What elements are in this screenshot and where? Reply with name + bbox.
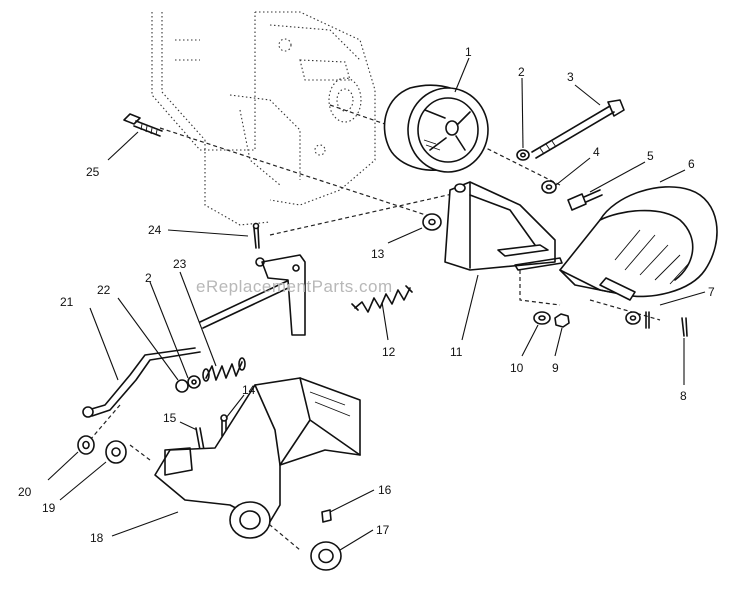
part-2-washer xyxy=(516,149,530,161)
callout-4: 4 xyxy=(593,145,600,159)
callout-18: 18 xyxy=(90,531,104,545)
callout-21: 21 xyxy=(60,295,74,309)
callout-20: 20 xyxy=(18,485,32,499)
callout-11: 11 xyxy=(450,345,463,359)
callout-7: 7 xyxy=(708,285,715,299)
callout-8: 8 xyxy=(680,389,687,403)
callout-14: 14 xyxy=(242,383,256,397)
part-5-bolt xyxy=(567,189,603,211)
part-6-brake-band xyxy=(559,186,718,301)
part-19-washer xyxy=(105,440,127,464)
callout-23: 23 xyxy=(173,257,187,271)
leader-lines xyxy=(47,57,706,551)
part-18-pedal xyxy=(154,377,361,539)
part-24-pin xyxy=(252,222,260,249)
part-7-washer xyxy=(625,311,650,329)
brake-rod-lever xyxy=(199,254,306,336)
part-23-spring xyxy=(202,357,246,382)
watermark-text: eReplacementParts.com xyxy=(196,277,393,296)
part-10-washer xyxy=(533,311,551,325)
part-15-pin xyxy=(195,427,205,451)
part-8-pin xyxy=(681,317,688,337)
part-9-nut xyxy=(554,313,570,328)
callout-2-lower: 2 xyxy=(145,271,152,285)
part-3-bolt xyxy=(531,99,625,159)
callout-10: 10 xyxy=(510,361,524,375)
callout-3: 3 xyxy=(567,70,574,84)
callout-5: 5 xyxy=(647,149,654,163)
callout-24: 24 xyxy=(148,223,162,237)
part-20-washer xyxy=(77,435,95,455)
callout-17: 17 xyxy=(376,523,390,537)
callout-16: 16 xyxy=(378,483,392,497)
callout-2-upper: 2 xyxy=(518,65,525,79)
part-2-lower-washer xyxy=(187,375,201,389)
callout-9: 9 xyxy=(552,361,559,375)
callout-1: 1 xyxy=(465,45,472,59)
callout-25: 25 xyxy=(86,165,100,179)
part-25-bolt xyxy=(123,113,163,137)
callout-19: 19 xyxy=(42,501,56,515)
part-21-rod xyxy=(82,347,201,418)
part-22-nut xyxy=(175,379,189,393)
part-13-spacer xyxy=(422,213,442,231)
part-4-washer xyxy=(541,180,557,194)
callout-6: 6 xyxy=(688,157,695,171)
part-11-bracket xyxy=(444,181,563,271)
callout-labels: 1 2 3 4 5 6 7 8 9 10 11 12 13 14 15 16 1… xyxy=(18,45,715,545)
callout-12: 12 xyxy=(382,345,396,359)
part-1-pulley xyxy=(383,84,489,173)
callout-15: 15 xyxy=(163,411,177,425)
callout-13: 13 xyxy=(371,247,385,261)
part-12-spring xyxy=(351,285,413,313)
callout-22: 22 xyxy=(97,283,111,297)
part-17-collar xyxy=(310,541,342,571)
part-16-setscrew xyxy=(321,509,332,523)
engine-housing-outline xyxy=(151,11,376,226)
